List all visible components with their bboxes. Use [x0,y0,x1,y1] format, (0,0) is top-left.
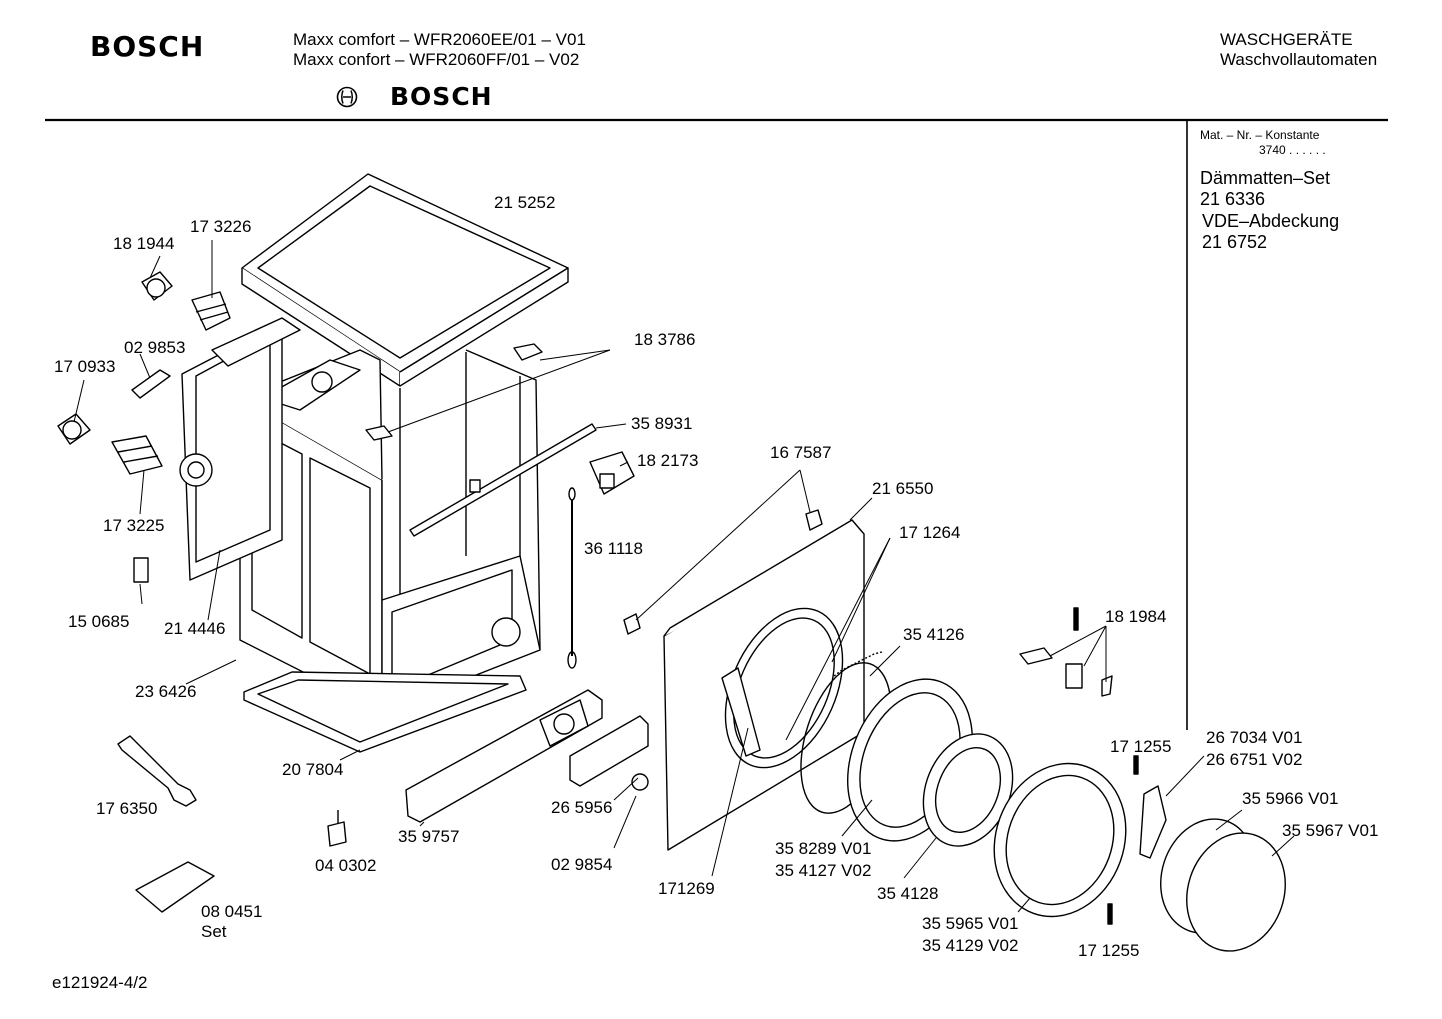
sidebar-item: 21 6752 [1202,232,1268,252]
part-label: 17 1255 [1078,941,1140,960]
wheel-part [57,413,91,445]
part-label: 35 5966 V01 [1242,789,1339,808]
part-label: 08 0451 [201,902,263,921]
model-line-1: Maxx comfort – WFR2060EE/01 – V01 [293,30,586,49]
model-line-2: Maxx confort – WFR2060FF/01 – V02 [293,50,580,69]
cross-rail [409,423,597,537]
pin-part [1133,755,1139,775]
category-title: WASCHGERÄTE [1220,30,1353,49]
part-label: 16 7587 [770,443,832,462]
part-label: 35 9757 [398,827,460,846]
part-label: 15 0685 [68,612,130,631]
mat-label: Mat. – Nr. – Konstante [1200,128,1320,142]
part-label: 17 0933 [54,357,116,376]
part-label: 35 5967 V01 [1282,821,1379,840]
part-label: 35 4127 V02 [775,861,872,880]
part-label: 17 6350 [96,799,158,818]
foot-part [327,810,347,847]
wrench-tool [117,735,197,807]
part-label: 35 4129 V02 [922,936,1019,955]
clip-part [131,369,171,399]
part-label: 35 8931 [631,414,693,433]
spring-part [833,651,883,677]
wheel-part [141,271,173,301]
base-plate [243,671,527,753]
part-label: 171269 [658,879,715,898]
door-frame-outer [993,762,1127,918]
part-label: 17 3226 [190,217,252,236]
left-side-panel [179,317,301,581]
part-label: 35 4128 [877,884,939,903]
mat-value: 3740 . . . . . . [1259,143,1326,157]
door-glass [922,733,1014,847]
part-label: 17 3225 [103,516,165,535]
handle-part [1139,785,1167,859]
part-label: 26 6751 V02 [1206,750,1303,769]
latch-part [1019,607,1113,697]
drawing-code: e121924-4/2 [52,973,148,992]
hose-part [567,487,577,669]
part-label: 21 4446 [164,619,226,638]
part-label: 23 6426 [135,682,197,701]
part-label: 21 6550 [872,479,934,498]
front-panel [663,519,865,851]
switch-part [133,557,149,583]
set-plate [135,861,215,913]
sidebar-item: VDE–Abdeckung [1202,211,1340,231]
hinge-part [623,509,823,635]
sidebar-item: 21 6336 [1200,189,1266,209]
part-label: 17 1264 [899,523,961,542]
part-label: 02 9853 [124,338,186,357]
brand-secondary: BOSCH [390,82,493,111]
lock-part [589,451,635,495]
worktop-part [241,173,569,387]
bracket-part [365,343,543,441]
brand-logo: BOSCH [90,30,205,63]
sidebar-item: Dämmatten–Set [1200,168,1331,188]
door-frame-inner [1160,818,1286,952]
part-label: 35 5965 V01 [922,914,1019,933]
filter-flap [569,715,649,787]
part-label: 18 1984 [1105,607,1167,626]
part-label: 26 5956 [551,798,613,817]
part-label: 35 8289 V01 [775,839,872,858]
part-label: 18 3786 [634,330,696,349]
part-label: 35 4126 [903,625,965,644]
part-label: 26 7034 V01 [1206,728,1303,747]
part-label: 02 9854 [551,855,613,874]
part-label: 21 5252 [494,193,556,212]
category-subtitle: Waschvollautomaten [1220,50,1378,69]
part-label: 36 1118 [584,539,643,558]
part-label: Set [201,922,227,941]
motor-part [111,435,163,475]
leader-lines [73,240,1295,913]
pin-part [1107,903,1113,925]
motor-part [191,291,231,331]
bosch-armature-icon [336,86,358,108]
part-label: 17 1255 [1110,737,1172,756]
plinth-panel [405,689,603,823]
cabinet-body [239,349,541,713]
part-label: 18 2173 [637,451,699,470]
knob-part [631,773,649,791]
part-label: 18 1944 [113,234,175,253]
part-label: 04 0302 [315,856,377,875]
part-label: 20 7804 [282,760,344,779]
